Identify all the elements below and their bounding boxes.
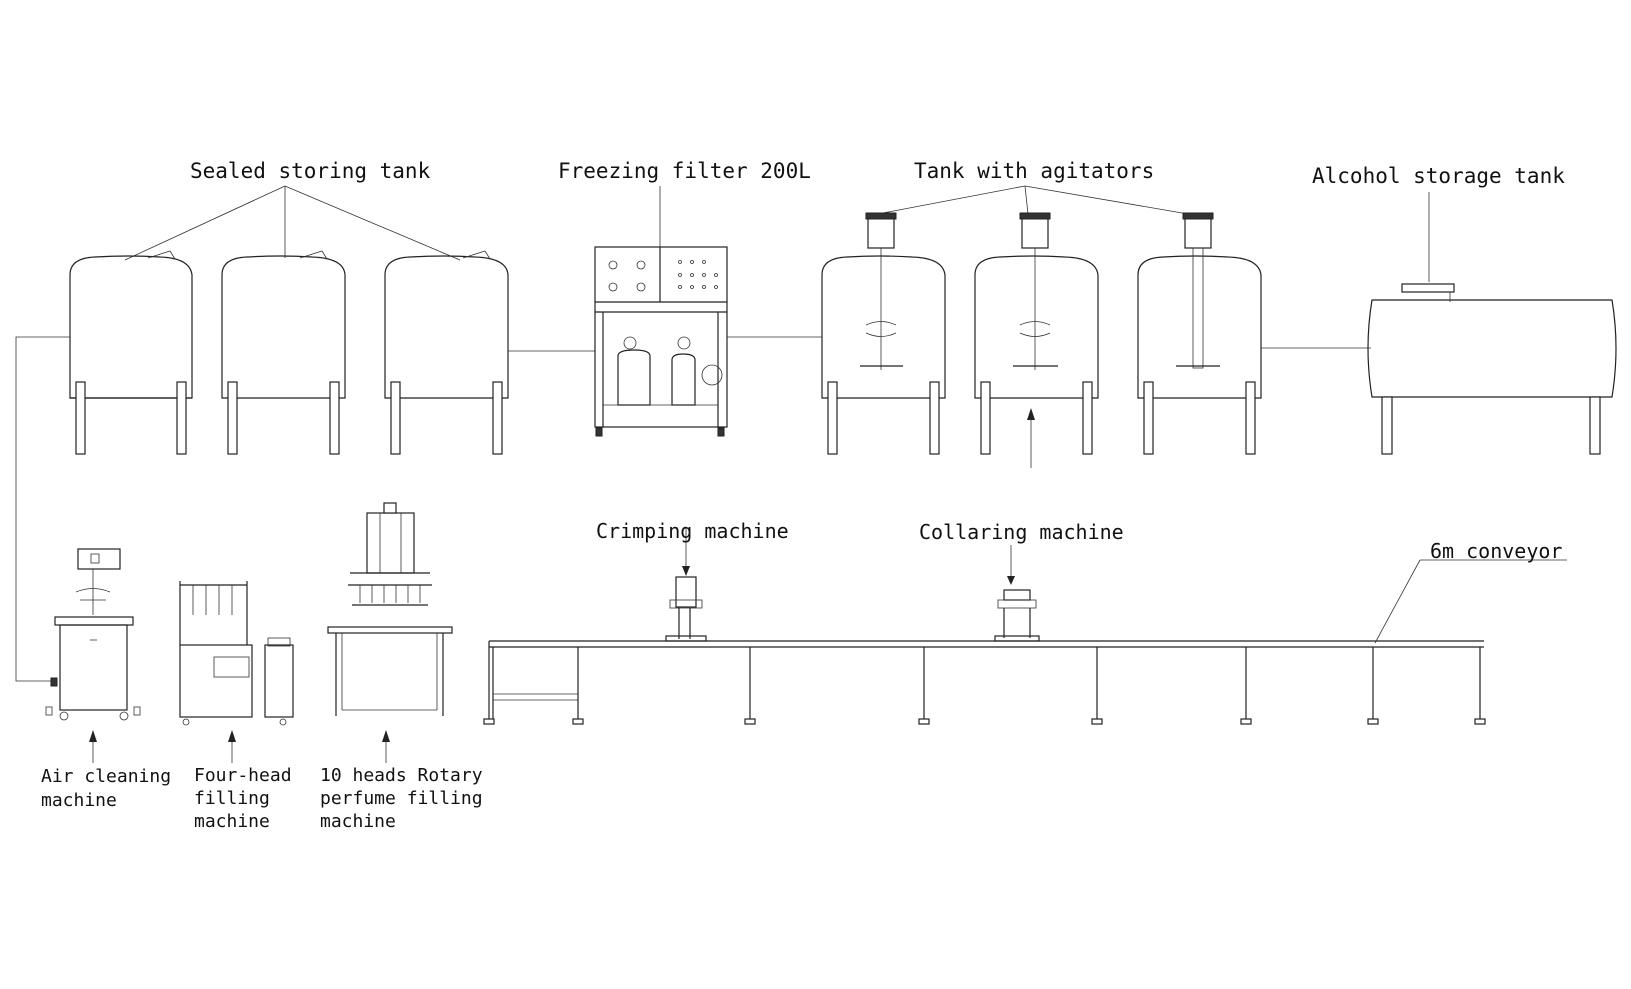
label-sealed-storing-tank: Sealed storing tank (190, 159, 431, 183)
alcohol-storage-tank (1367, 283, 1617, 455)
left-pipe (15, 336, 70, 682)
freezing-filter-unit (594, 246, 728, 437)
sealed-storing-tank-1 (69, 250, 193, 455)
crimping-machine (665, 528, 707, 642)
agitator-tank-leaders (877, 185, 1189, 215)
conveyor-leader (1374, 559, 1421, 644)
label-four-head-line2: filling (194, 788, 270, 809)
label-four-head-line3: machine (194, 811, 270, 832)
label-collaring-machine: Collaring machine (919, 520, 1124, 544)
sealed-storing-tank-3 (384, 250, 509, 455)
label-6m-conveyor: 6m conveyor (1430, 539, 1562, 563)
label-rotary-line2: perfume filling (320, 788, 483, 809)
label-freezing-filter: Freezing filter 200L (558, 159, 811, 183)
label-air-cleaning-line2: machine (41, 790, 117, 811)
collaring-machine (994, 545, 1040, 642)
sealed-tank-leaders (124, 185, 461, 261)
label-four-head-line1: Four-head (194, 765, 292, 786)
four-head-filling-machine (179, 581, 294, 726)
agitator-tank-1 (821, 212, 946, 455)
agitator-arrow (1027, 408, 1035, 468)
agitator-tank-2 (974, 212, 1099, 455)
label-alcohol-storage-tank: Alcohol storage tank (1312, 164, 1565, 188)
air-cleaning-machine (45, 548, 141, 721)
label-rotary-line1: 10 heads Rotary (320, 765, 483, 786)
label-crimping-machine: Crimping machine (596, 519, 789, 543)
label-tank-with-agitators: Tank with agitators (914, 159, 1154, 183)
bottom-arrows (89, 730, 390, 763)
sealed-storing-tank-2 (221, 250, 346, 455)
label-rotary-line3: machine (320, 811, 396, 832)
rotary-filling-machine (327, 502, 453, 716)
conveyor (483, 640, 1486, 725)
agitator-tank-3 (1137, 212, 1262, 455)
label-air-cleaning-line1: Air cleaning (41, 766, 171, 787)
